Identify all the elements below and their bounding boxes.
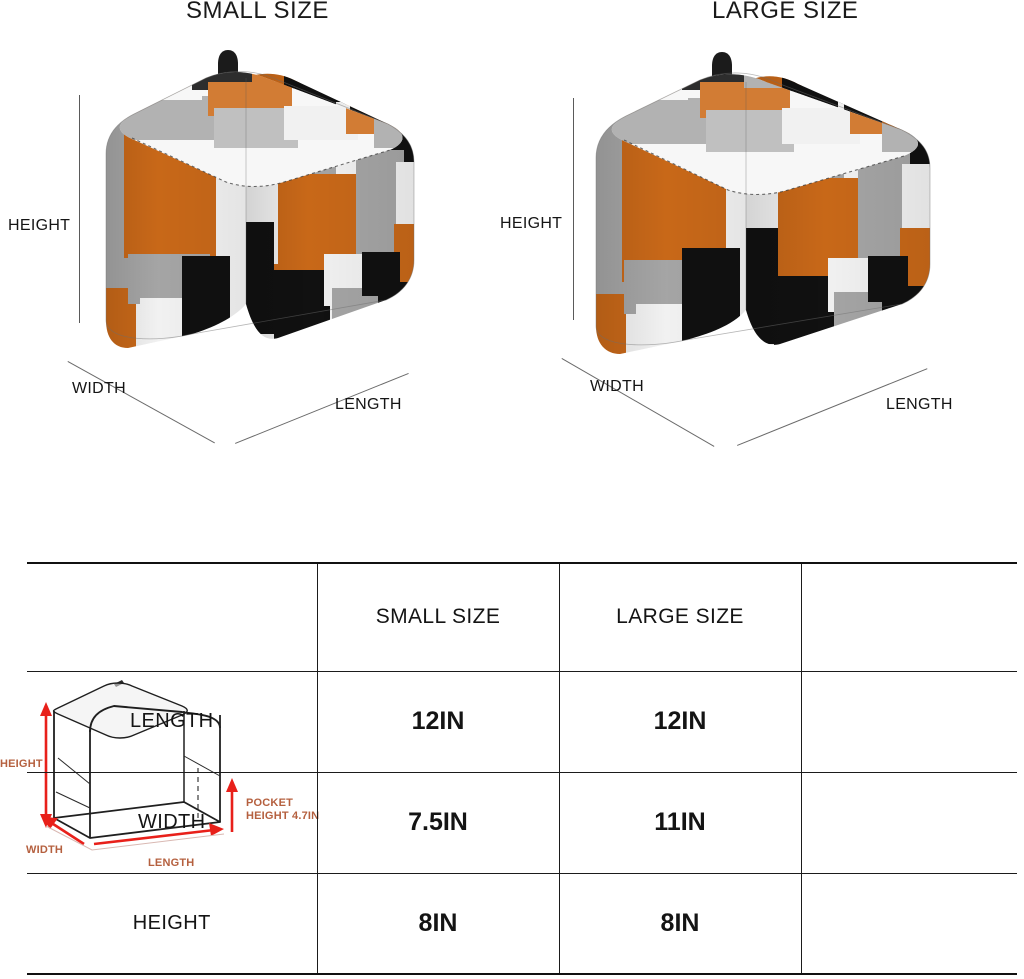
- cell-width-large: 11IN: [558, 771, 802, 874]
- small-size-title: SMALL SIZE: [186, 0, 329, 24]
- height-measure-line-small: [79, 95, 80, 323]
- width-label-large: WIDTH: [590, 378, 644, 395]
- table-row-width: WIDTH 7.5IN 11IN: [27, 771, 1017, 874]
- width-measure-line-small: [67, 361, 215, 444]
- appliance-cover-illustration-large: [582, 42, 954, 374]
- length-label-small: LENGTH: [335, 396, 402, 413]
- row-label-width: WIDTH: [27, 771, 318, 874]
- width-label-small: WIDTH: [72, 380, 126, 397]
- cell-length-large: 12IN: [558, 670, 802, 773]
- large-size-title: LARGE SIZE: [712, 0, 859, 24]
- row-label-height: HEIGHT: [27, 872, 318, 975]
- table-row-height: HEIGHT 8IN 8IN: [27, 872, 1017, 975]
- table-header-large: LARGE SIZE: [558, 562, 802, 672]
- table-header-small: SMALL SIZE: [316, 562, 560, 672]
- row-label-length: LENGTH: [27, 670, 318, 773]
- height-measure-line-large: [573, 98, 574, 320]
- cell-width-small: 7.5IN: [316, 771, 560, 874]
- cell-height-small: 8IN: [316, 872, 560, 975]
- cell-height-large: 8IN: [558, 872, 802, 975]
- height-label-small: HEIGHT: [8, 217, 71, 234]
- table-corner-cell: [27, 562, 318, 672]
- table-header-spacer: [800, 562, 1017, 672]
- product-image-small: HEIGHT WIDTH LENGTH: [0, 20, 500, 444]
- table-row-length: LENGTH 12IN 12IN: [27, 670, 1017, 773]
- product-image-large: HEIGHT WIDTH LENGTH: [500, 20, 1024, 447]
- height-label-large: HEIGHT: [500, 215, 563, 232]
- table-header-row: SMALL SIZE LARGE SIZE: [27, 562, 1017, 672]
- appliance-cover-illustration-small: [88, 42, 438, 372]
- cell-length-small: 12IN: [316, 670, 560, 773]
- row-spacer-width: [800, 771, 1017, 874]
- size-spec-table: SMALL SIZE LARGE SIZE LENGTH 12IN 12IN W…: [27, 562, 1017, 975]
- row-spacer-height: [800, 872, 1017, 975]
- length-label-large: LENGTH: [886, 396, 953, 413]
- row-spacer-length: [800, 670, 1017, 773]
